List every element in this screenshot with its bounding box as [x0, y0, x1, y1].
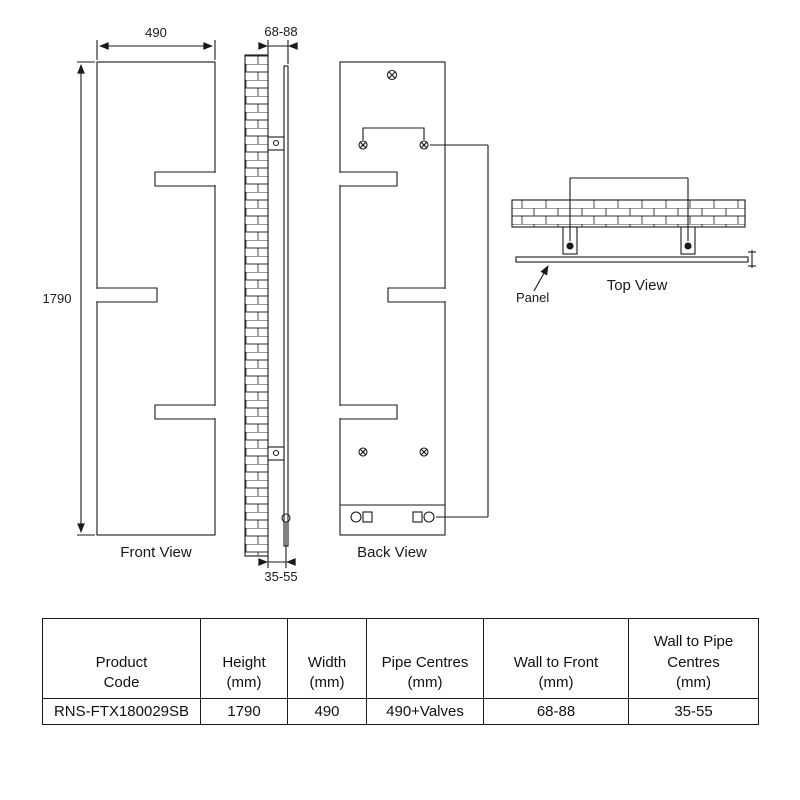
screw-icon: [419, 447, 429, 457]
bracket-screw-icon: [272, 139, 280, 147]
front-slot-middle: [97, 287, 158, 303]
back-slot-bottom: [340, 404, 398, 420]
panel-label: Panel: [516, 290, 549, 305]
cell-width: 490: [287, 698, 367, 725]
top-view: Panel Top View: [511, 177, 756, 305]
side-panel-profile: [283, 65, 289, 547]
front-view: 490 1790 Front View: [43, 25, 217, 561]
wall-bracket-right: [680, 226, 696, 255]
spec-table-data-row: RNS-FTX180029SB 1790 490 490+Valves 68-8…: [42, 698, 759, 725]
spec-table-header-row: Product Code Height (mm) Width (mm) Pipe…: [42, 618, 759, 699]
header-wall-to-front: Wall to Front (mm): [483, 618, 629, 699]
back-view-label: Back View: [357, 544, 427, 561]
cell-height: 1790: [200, 698, 288, 725]
cell-wall-to-front: 68-88: [483, 698, 629, 725]
upper-bracket: [362, 127, 425, 140]
screw-icon: [386, 69, 398, 81]
technical-drawing: 490 1790 Front View 68-88: [43, 24, 756, 584]
screw-icon: [358, 140, 368, 150]
top-view-wall: [511, 199, 746, 228]
spec-table: Product Code Height (mm) Width (mm) Pipe…: [42, 618, 759, 725]
back-slot-middle: [387, 287, 445, 303]
back-view: Back View: [338, 61, 489, 561]
front-view-label: Front View: [120, 544, 192, 561]
back-slot-top: [340, 171, 398, 187]
cell-product-code: RNS-FTX180029SB: [42, 698, 201, 725]
mounting-bracket-top: [267, 136, 285, 151]
cell-wall-to-pipe-centres: 35-55: [628, 698, 759, 725]
top-view-panel: [515, 256, 749, 263]
front-slot-top: [154, 171, 215, 187]
wall-brick-strip: [244, 54, 269, 557]
wall-to-front-dimension: 68-88: [264, 24, 297, 39]
top-view-label: Top View: [607, 277, 668, 294]
header-height: Height (mm): [200, 618, 288, 699]
front-panel-outline: [96, 61, 216, 536]
back-panel-outline: [339, 61, 446, 536]
header-product-code: Product Code: [42, 618, 201, 699]
header-width: Width (mm): [287, 618, 367, 699]
header-pipe-centres: Pipe Centres (mm): [366, 618, 484, 699]
wall-bracket-left: [562, 226, 578, 255]
front-slot-bottom: [154, 404, 215, 420]
valve-connection-left: [350, 511, 373, 523]
valve-connection-right: [412, 511, 435, 523]
wall-side-section: 68-88 35-55: [244, 24, 298, 584]
mounting-bracket-bottom: [267, 446, 285, 461]
wall-to-pipe-dimension: 35-55: [264, 569, 297, 584]
front-height-dimension: 1790: [43, 291, 72, 306]
screw-icon: [358, 447, 368, 457]
panel-arrow: [533, 265, 549, 292]
screw-icon: [419, 140, 429, 150]
bracket-screw-icon: [272, 449, 280, 457]
header-wall-to-pipe-centres: Wall to Pipe Centres (mm): [628, 618, 759, 699]
front-width-dimension: 490: [145, 25, 167, 40]
cell-pipe-centres: 490+Valves: [366, 698, 484, 725]
